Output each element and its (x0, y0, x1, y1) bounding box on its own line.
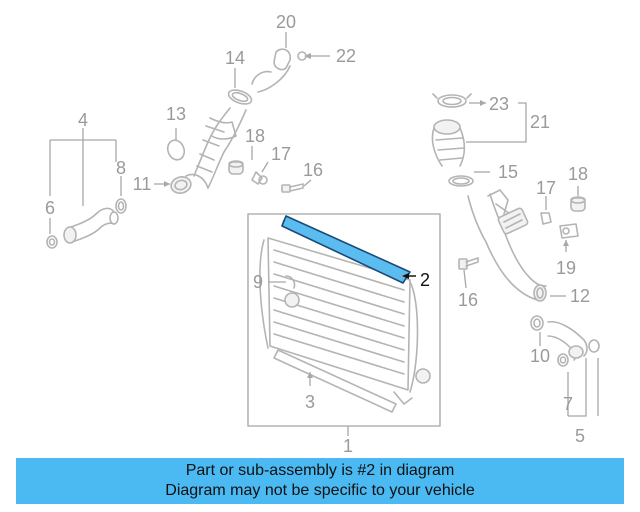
part-18-cap (228, 160, 244, 175)
part-9-seal (285, 275, 296, 289)
part-19-sensor (559, 223, 579, 239)
callout-4: 4 (78, 110, 88, 130)
arrowheads (164, 53, 569, 378)
callout-18: 18 (245, 126, 265, 146)
callout-23: 23 (489, 94, 509, 114)
callout-2: 2 (420, 270, 430, 290)
part-2-highlighted-strip (281, 215, 411, 284)
part-16-bolt (281, 183, 304, 193)
callout-7: 7 (563, 394, 573, 414)
banner-part-note: Part or sub-assembly is #2 in diagram (185, 462, 455, 479)
callout-16-right: 16 (458, 290, 478, 310)
part-17-fitting-right (540, 212, 552, 225)
callout-22: 22 (336, 46, 356, 66)
part-1-intercooler (259, 237, 431, 405)
part-21-bellows-hose (431, 119, 466, 167)
callout-12: 12 (570, 286, 590, 306)
callout-17-right: 17 (536, 178, 556, 198)
assembly-1-box (247, 213, 441, 427)
callout-14: 14 (225, 48, 245, 68)
part-20-elbow (251, 48, 292, 93)
info-banner: Part or sub-assembly is #2 in diagram Di… (16, 458, 624, 504)
part-12-outlet-hose (467, 189, 547, 302)
callout-21: 21 (530, 112, 550, 132)
part-16-bolt-right (458, 257, 479, 270)
callout-13: 13 (166, 104, 186, 124)
callout-3: 3 (305, 392, 315, 412)
callout-10: 10 (530, 346, 550, 366)
callout-15: 15 (498, 162, 518, 182)
callout-17: 17 (271, 144, 291, 164)
callout-11: 11 (133, 174, 152, 194)
part-13-o-ring (166, 139, 186, 161)
part-8-ring (115, 198, 127, 214)
part-14-clamp (227, 89, 253, 105)
callout-16: 16 (303, 160, 323, 180)
callout-6: 6 (45, 198, 55, 218)
callout-5: 5 (575, 426, 585, 446)
callout-18-right: 18 (568, 164, 588, 184)
part-10-clamp (530, 315, 544, 331)
callout-8: 8 (116, 158, 126, 178)
part-18-cap-right (570, 196, 586, 212)
part-15-clamp (448, 175, 474, 187)
part-17-fitting (251, 171, 268, 185)
part-7-ring (557, 353, 569, 367)
leader-lines (49, 32, 599, 436)
part-3-lower-strip (273, 349, 397, 413)
part-22-ring (297, 51, 307, 61)
part-6-ring (46, 235, 58, 249)
callout-9: 9 (253, 272, 263, 292)
part-23-clamp (432, 93, 472, 108)
callout-19: 19 (556, 258, 576, 278)
callout-labels: 20 22 14 13 18 17 16 11 4 8 6 23 21 15 1… (45, 12, 590, 456)
part-5-hose (547, 320, 600, 361)
part-4-hose (63, 207, 119, 244)
callout-1: 1 (343, 436, 353, 456)
callout-20: 20 (276, 12, 296, 32)
banner-disclaimer: Diagram may not be specific to your vehi… (165, 482, 475, 499)
part-11-intake-hose (170, 107, 247, 194)
